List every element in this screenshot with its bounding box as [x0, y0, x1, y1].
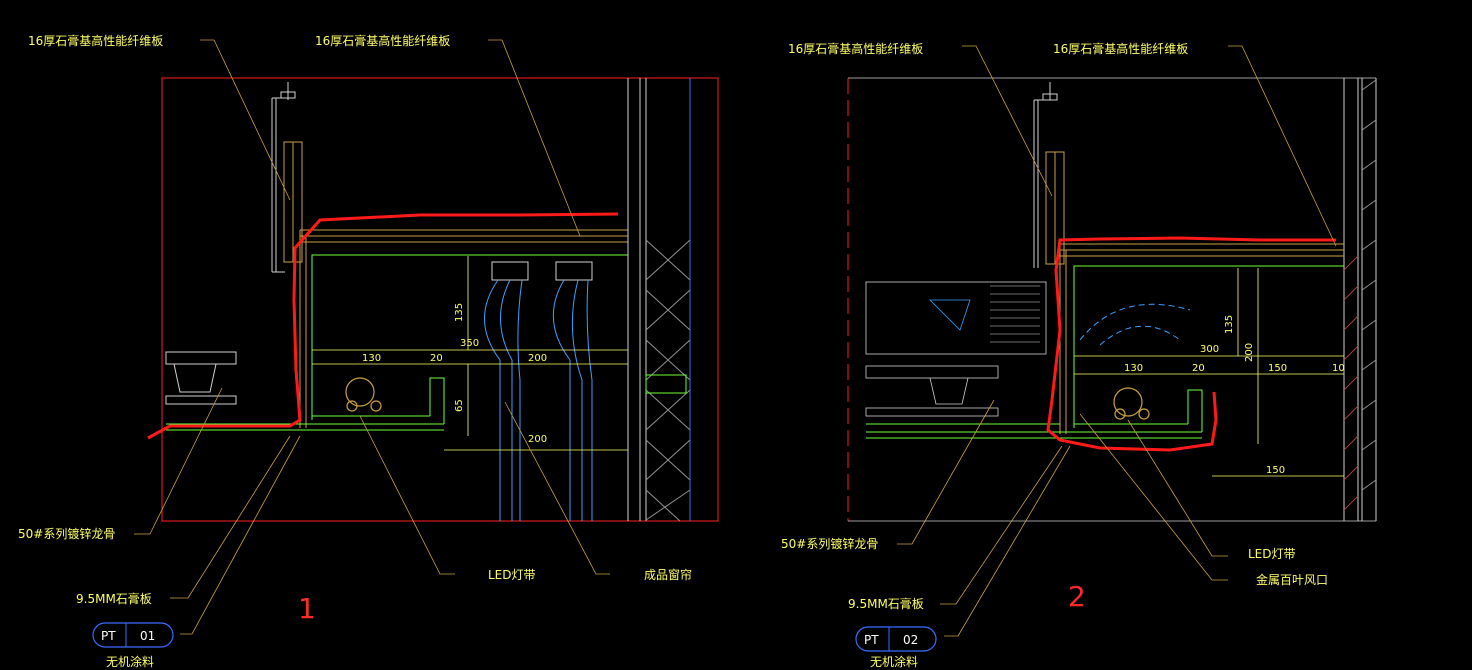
detail-2-dim-150b: 150 [1266, 465, 1285, 476]
detail-2-vertical-board [1045, 151, 1065, 265]
detail-1-redline [147, 212, 619, 440]
detail-1-fixture [165, 351, 237, 405]
detail-2-label-led: LED灯带 [1248, 547, 1296, 561]
detail-1-dim-130: 130 [362, 353, 381, 364]
detail-2-dim-130: 130 [1124, 363, 1143, 374]
detail-2-led-fitting [1113, 387, 1150, 420]
detail-1-dim-135: 135 [454, 303, 465, 322]
detail-2-dim-20: 20 [1192, 363, 1205, 374]
detail-1-dim-200b: 200 [528, 434, 547, 445]
detail-1-dim-lines [312, 256, 628, 451]
detail-1-label-keel: 50#系列镀锌龙骨 [18, 527, 115, 541]
detail-2-label-gypsum: 9.5MM石膏板 [848, 596, 924, 611]
detail-2-dim-10: 10 [1332, 363, 1345, 374]
detail-1-tag-code: PT [101, 629, 116, 643]
detail-1-label-curtain: 成品窗帘 [644, 567, 692, 582]
detail-2-tag-finish: 无机涂料 [870, 654, 918, 669]
detail-2-label-board-right: 16厚石膏基高性能纤维板 [1053, 41, 1188, 56]
detail-2-wall [1343, 78, 1377, 521]
detail-1-dim-200a: 200 [528, 353, 547, 364]
detail-2-dim-lines [1074, 268, 1344, 477]
detail-2-tag-code: PT [864, 633, 879, 647]
detail-2-ceiling-panel [1059, 243, 1344, 434]
detail-1-label-board-right: 16厚石膏基高性能纤维板 [315, 33, 450, 48]
detail-2-dim-300: 300 [1200, 344, 1219, 355]
detail-1-wall [627, 78, 691, 522]
detail-2-dim-200: 200 [1244, 343, 1255, 362]
detail-1-label-board-left: 16厚石膏基高性能纤维板 [28, 33, 163, 48]
detail-2-number: 2 [1068, 580, 1086, 613]
detail-1-dim-20: 20 [430, 353, 443, 364]
detail-2-label-board-left: 16厚石膏基高性能纤维板 [788, 41, 923, 56]
detail-2: 16厚石膏基高性能纤维板 16厚石膏基高性能纤维板 50#系列镀锌龙骨 9.5M… [781, 41, 1377, 669]
detail-1-label-led: LED灯带 [488, 568, 536, 582]
detail-2-vent-arc [1079, 303, 1191, 346]
detail-1-leaders [134, 39, 610, 635]
detail-1-ceiling-panel [299, 229, 628, 428]
detail-2-tag-num: 02 [903, 633, 918, 647]
detail-1: 16厚石膏基高性能纤维板 16厚石膏基高性能纤维板 50#系列镀锌龙骨 9.5M… [18, 33, 719, 669]
detail-1-tag: PT 01 无机涂料 [92, 622, 174, 669]
detail-1-dim-65: 65 [454, 399, 465, 412]
detail-2-hanger [1033, 82, 1058, 268]
detail-2-label-keel: 50#系列镀锌龙骨 [781, 537, 878, 551]
detail-2-fixture [865, 281, 1047, 417]
detail-2-leaders [897, 45, 1337, 637]
detail-1-frame [161, 77, 719, 522]
detail-2-dim-150a: 150 [1268, 363, 1287, 374]
detail-1-hanger [271, 82, 296, 273]
detail-1-vertical-board [283, 141, 303, 263]
detail-2-redline [1046, 236, 1336, 452]
detail-1-curtain [484, 261, 593, 521]
detail-1-number: 1 [298, 592, 316, 625]
detail-1-dim-350: 350 [460, 338, 479, 349]
detail-1-label-gypsum: 9.5MM石膏板 [76, 591, 152, 606]
detail-2-tag: PT 02 无机涂料 [855, 626, 937, 669]
detail-1-tag-num: 01 [140, 629, 155, 643]
detail-1-tag-finish: 无机涂料 [106, 654, 154, 669]
detail-1-led-fitting [345, 377, 382, 412]
detail-1-green-frame [166, 254, 628, 431]
detail-2-dim-135: 135 [1224, 315, 1235, 334]
detail-2-green-frame [866, 265, 1344, 439]
detail-2-label-vent: 金属百叶风口 [1256, 572, 1328, 587]
